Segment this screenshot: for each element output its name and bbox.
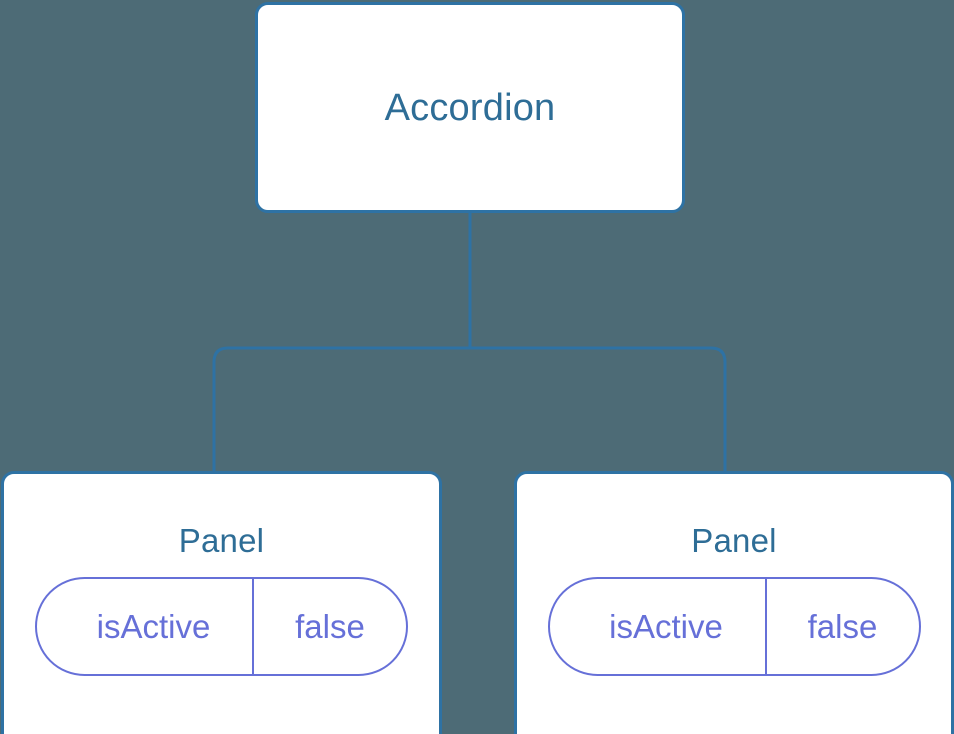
edge-split-bar	[212, 346, 727, 474]
prop-key: isActive	[609, 608, 723, 645]
prop-value: false	[252, 579, 406, 674]
prop-pill-isactive[interactable]: isActive false	[35, 577, 408, 676]
node-title: Panel	[178, 522, 265, 559]
node-title: Accordion	[384, 86, 556, 129]
prop-key: isActive	[96, 608, 211, 645]
node-accordion[interactable]: Accordion	[255, 2, 685, 213]
node-title: Panel	[691, 522, 777, 559]
prop-pill-isactive[interactable]: isActive false	[547, 577, 921, 676]
prop-value: false	[764, 579, 919, 674]
node-panel-left[interactable]: Panel isActive false	[1, 471, 442, 734]
node-panel-right[interactable]: Panel isActive false	[514, 471, 954, 734]
